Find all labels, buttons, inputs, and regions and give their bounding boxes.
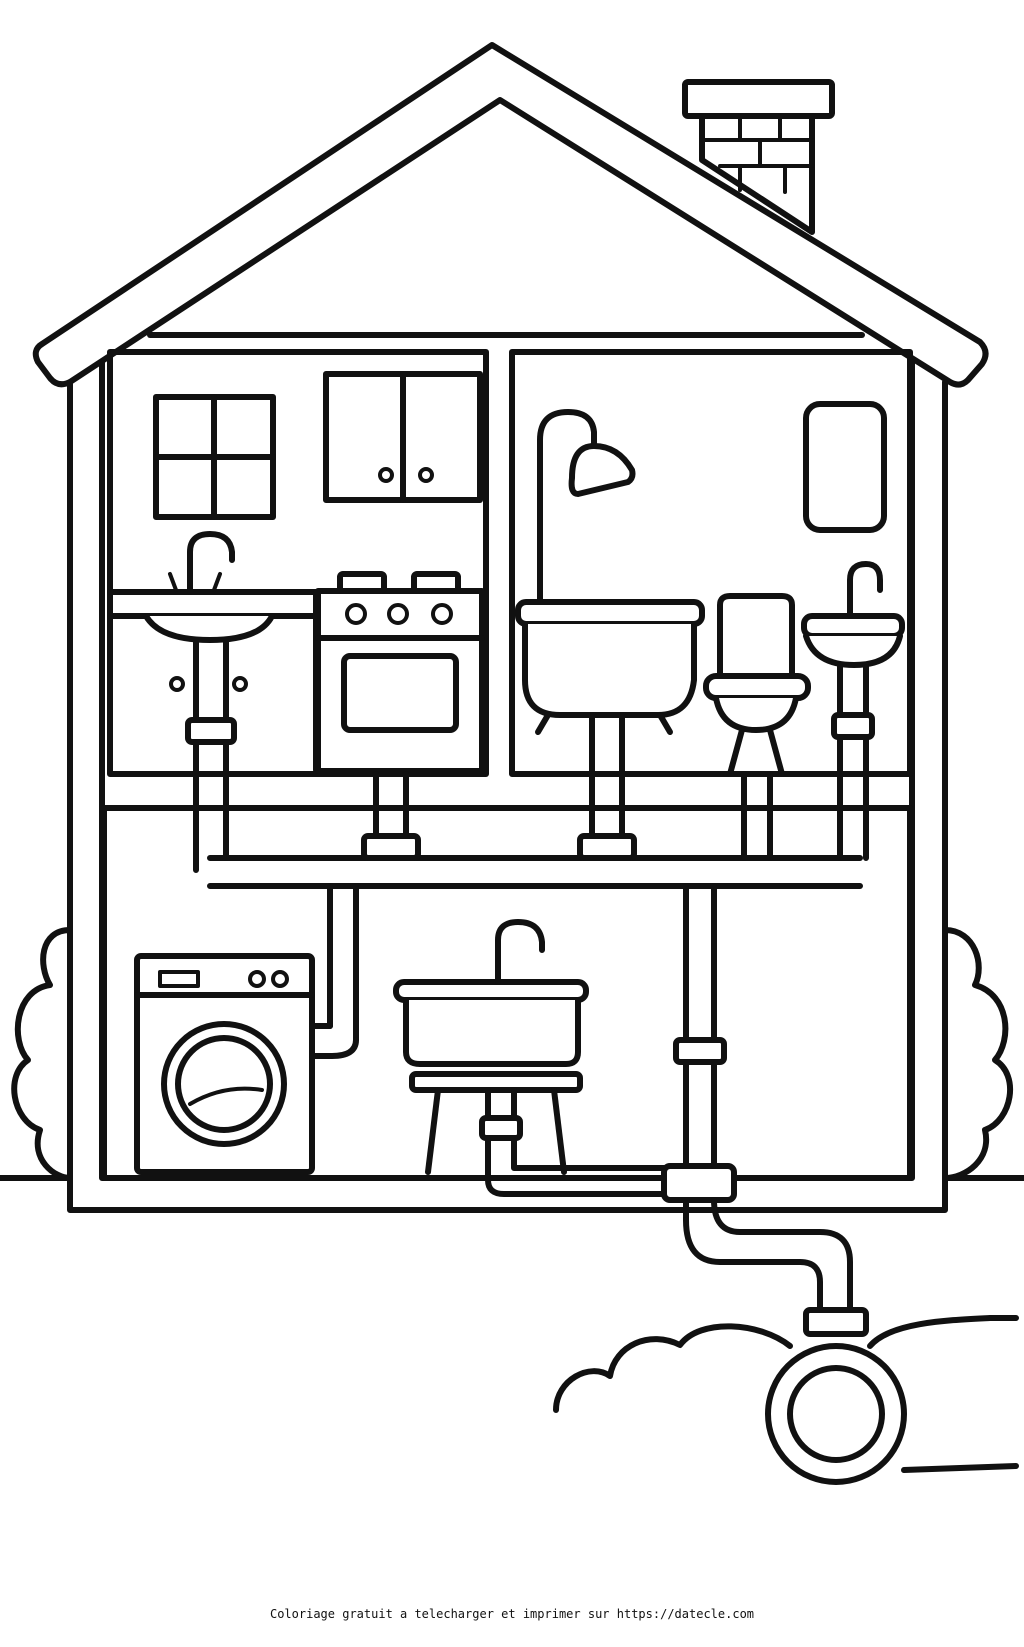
wall-cabinet [326, 374, 480, 500]
washing-machine [137, 956, 312, 1172]
chimney [685, 82, 832, 232]
kitchen-sink [146, 534, 272, 640]
caption-text: Coloriage gratuit a telecharger et impri… [269, 1607, 755, 1621]
left-bush [14, 930, 70, 1178]
dirt-mound [556, 1318, 1016, 1410]
utility-sink [396, 922, 586, 1172]
right-bush [945, 930, 1010, 1178]
kitchen-window [156, 397, 273, 517]
bathroom-sink [804, 564, 902, 665]
bathroom-mirror [806, 404, 884, 530]
sewer-pipe [768, 1346, 1016, 1482]
toilet [706, 596, 808, 774]
shower [540, 412, 633, 602]
stove [318, 574, 482, 771]
upper-floor [104, 352, 910, 1178]
bathtub [518, 602, 702, 732]
roof [36, 45, 986, 385]
plumbing-pipes [188, 640, 872, 1334]
